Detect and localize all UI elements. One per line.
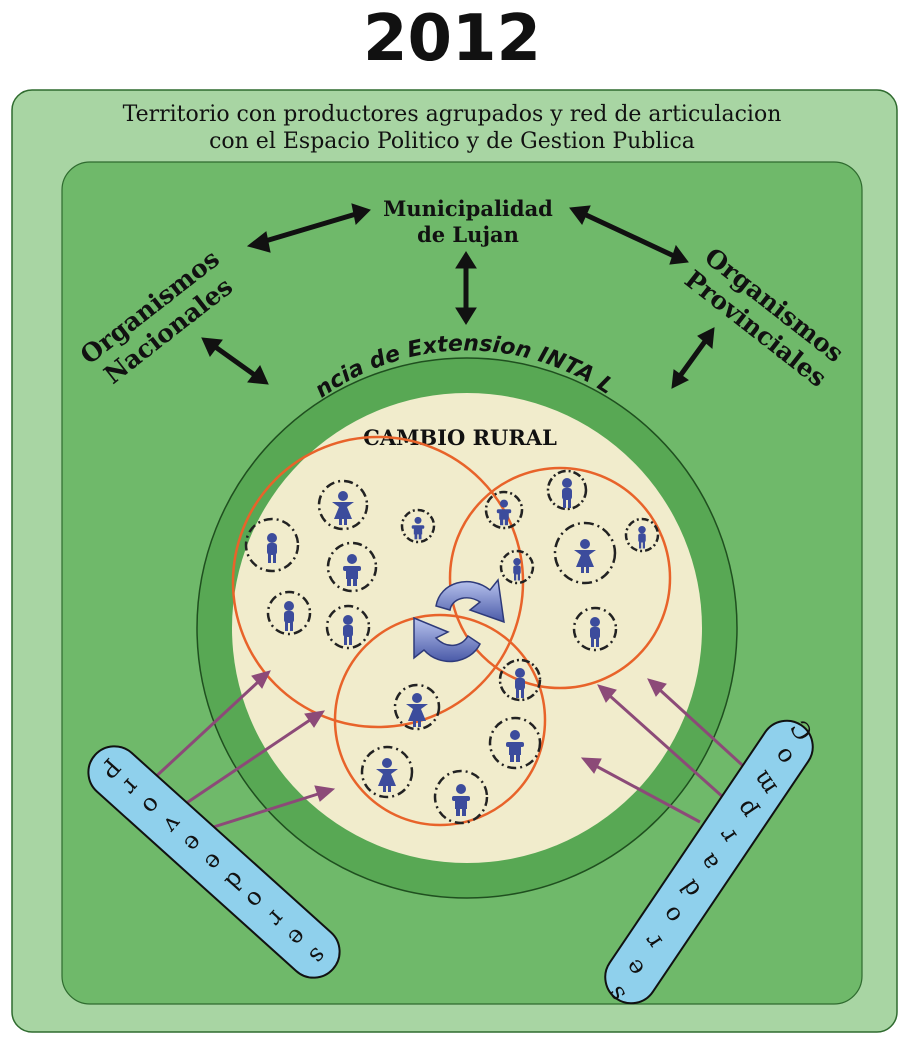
municipalidad-label-line2: de Lujan — [417, 222, 519, 247]
arrow-provinciales-agencia — [671, 327, 715, 389]
proveedores-arrows — [148, 670, 336, 832]
producer-6 — [325, 604, 371, 650]
arrow-municipalidad-provinciales — [569, 205, 689, 265]
producer-2 — [317, 479, 369, 531]
producer-8 — [546, 469, 588, 511]
producer-16 — [360, 745, 414, 799]
producer-4 — [326, 541, 378, 593]
network-arrows — [201, 203, 715, 389]
municipalidad-label-line1: Municipalidad — [383, 196, 553, 221]
producer-11 — [499, 549, 535, 585]
producer-14 — [393, 683, 441, 731]
cambio-rural-area — [232, 393, 702, 863]
producer-9 — [553, 521, 617, 585]
producer-7 — [484, 490, 524, 530]
producer-group-circle-right — [448, 466, 672, 690]
producer-17 — [433, 769, 489, 825]
producer-5 — [266, 590, 312, 636]
arrow-municipalidad-agencia — [455, 251, 477, 325]
arrow-nacionales-agencia — [201, 337, 269, 385]
producer-12 — [572, 606, 618, 652]
producer-13 — [498, 658, 542, 702]
cycle-icon — [413, 578, 505, 663]
territory-title-line2: con el Espacio Politico y de Gestion Pub… — [209, 129, 695, 154]
compradores-arrows — [580, 678, 754, 824]
producer-1 — [244, 517, 300, 573]
node-municipalidad: Municipalidad de Lujan — [383, 196, 553, 247]
producer-10 — [624, 517, 660, 553]
year-title: 2012 — [363, 2, 541, 76]
producer-15 — [488, 716, 542, 770]
territory-title-line1: Territorio con productores agrupados y r… — [123, 102, 782, 127]
arrow-nacionales-municipalidad — [246, 203, 371, 253]
producer-3 — [400, 508, 436, 544]
producer-group-circle-bottom — [333, 613, 547, 827]
